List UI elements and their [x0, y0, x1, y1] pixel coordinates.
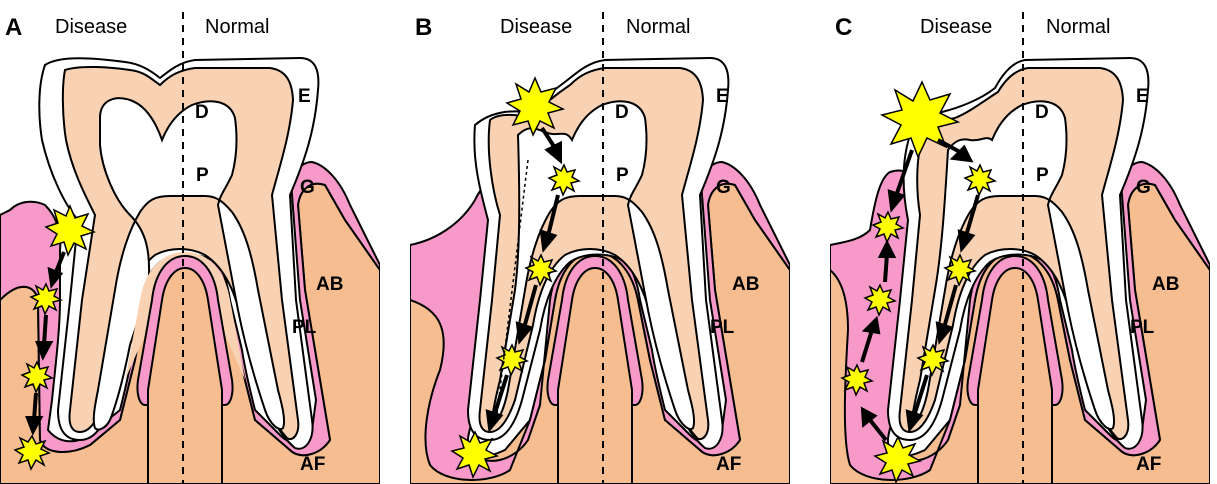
- dentin-label: D: [1035, 102, 1049, 123]
- gingiva-label: G: [1136, 177, 1151, 198]
- panel-a: A Disease Normal D E P G AB PL AF: [0, 0, 380, 484]
- panel-a-diagram: A Disease Normal D E P G AB PL AF: [0, 0, 380, 484]
- apical-foramen-label: AF: [300, 454, 325, 475]
- panel-label: B: [415, 14, 432, 41]
- panel-c: C Disease Normal D E P G AB PL AF: [830, 0, 1210, 484]
- pulp-label: P: [196, 165, 209, 186]
- panel-c-diagram: C Disease Normal D E P G AB PL AF: [830, 0, 1210, 484]
- alveolar-bone-label: AB: [732, 274, 759, 295]
- pdl-label: PL: [1130, 317, 1155, 338]
- disease-header: Disease: [920, 16, 992, 38]
- disease-header: Disease: [55, 16, 127, 38]
- pdl-label: PL: [292, 317, 317, 338]
- alveolar-bone-label: AB: [316, 274, 343, 295]
- normal-header: Normal: [1046, 16, 1110, 38]
- normal-header: Normal: [205, 16, 269, 38]
- normal-header: Normal: [626, 16, 690, 38]
- dentin-label: D: [615, 102, 629, 123]
- enamel-label: E: [1136, 86, 1149, 107]
- alveolar-bone-label: AB: [1152, 274, 1179, 295]
- disease-header: Disease: [500, 16, 572, 38]
- panel-b: B Disease Normal D E P G AB PL AF: [410, 0, 790, 484]
- panel-label: C: [835, 14, 852, 41]
- apical-foramen-label: AF: [716, 454, 741, 475]
- apical-foramen-label: AF: [1136, 454, 1161, 475]
- pulp-label: P: [1036, 165, 1049, 186]
- enamel-label: E: [298, 86, 311, 107]
- gingiva-label: G: [300, 177, 315, 198]
- pdl-label: PL: [710, 317, 735, 338]
- dentin-label: D: [195, 102, 209, 123]
- gingiva-label: G: [716, 177, 731, 198]
- panel-label: A: [5, 14, 22, 41]
- panel-b-diagram: B Disease Normal D E P G AB PL AF: [410, 0, 790, 484]
- pulp-label: P: [616, 165, 629, 186]
- enamel-label: E: [716, 86, 729, 107]
